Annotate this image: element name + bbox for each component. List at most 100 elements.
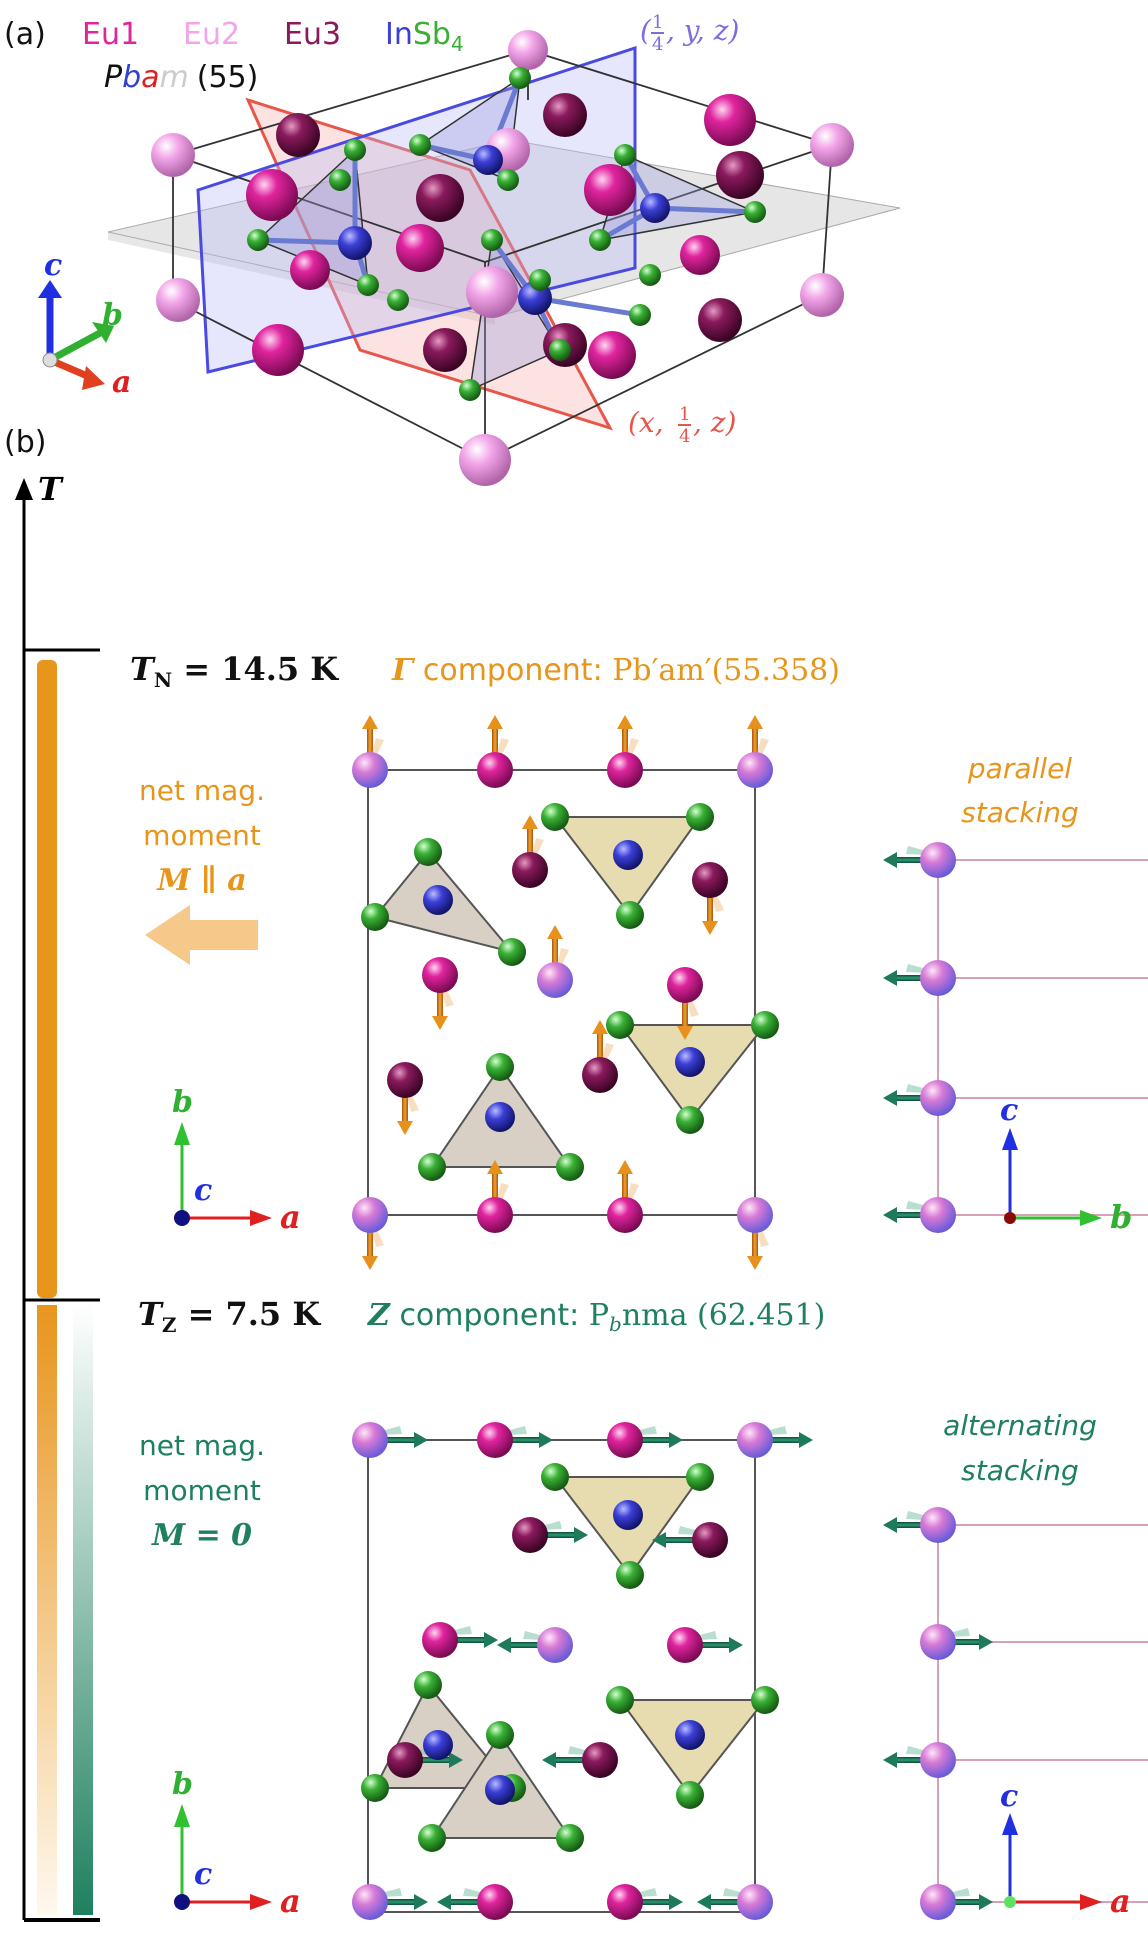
atom-eu-side [920, 960, 956, 996]
moment-arrowhead [669, 1432, 683, 1448]
moment-arrowhead [362, 1256, 378, 1270]
svg-text:moment: moment [143, 1474, 261, 1507]
atom-eu1 [290, 250, 330, 290]
moment-arrowhead [883, 970, 897, 986]
moment-arrow [367, 727, 373, 766]
panel-b: (b) T TN = 14.5 K Γ component: Pb′am′(55… [4, 425, 1148, 1922]
legend-eu3: Eu3 [284, 17, 341, 52]
moment-arrowhead [437, 1894, 451, 1910]
atom-eu [607, 1197, 643, 1233]
atom-eu [667, 1627, 703, 1663]
atom-eu3 [423, 328, 467, 372]
atom-in [613, 1500, 643, 1530]
atom-sb [589, 229, 611, 251]
moment-arrowhead [484, 1632, 498, 1648]
atom-sb [361, 903, 389, 931]
atom-in [338, 226, 372, 260]
moment-arrowhead [362, 715, 378, 729]
legend-insb4: InSb4 [385, 17, 464, 56]
svg-text:, y, z): , y, z) [666, 14, 739, 47]
atom-sb [329, 169, 351, 191]
lower-unit-cell [367, 1439, 756, 1913]
atom-sb [616, 1561, 644, 1589]
svg-text:stacking: stacking [961, 796, 1079, 829]
moment-arrowhead [487, 1160, 503, 1174]
svg-text:parallel: parallel [967, 752, 1072, 785]
atom-sb [414, 838, 442, 866]
atom-eu3 [716, 151, 764, 199]
moment-arrowhead [574, 1527, 588, 1543]
atom-sb [541, 803, 569, 831]
atom-sb [387, 289, 409, 311]
axis-a-label: a [280, 1198, 301, 1236]
atom-eu [582, 1057, 618, 1093]
tz-label: TZ = 7.5 K [138, 1295, 321, 1337]
atom-in [485, 1775, 515, 1805]
moment-arrowhead [487, 715, 503, 729]
atom-eu [692, 1522, 728, 1558]
atom-sb [616, 901, 644, 929]
atom-in [613, 840, 643, 870]
atom-sb [344, 139, 366, 161]
atom-sb [751, 1686, 779, 1714]
moment-arrowhead [747, 1256, 763, 1270]
atom-eu [477, 1422, 513, 1458]
plane-label-blue: ( 1 4 , y, z) [640, 12, 739, 55]
atom-eu [737, 752, 773, 788]
moment-arrow [622, 1172, 628, 1211]
atom-eu1 [252, 324, 304, 376]
atom-sb [629, 304, 651, 326]
plane-label-red: (x, 1 4 , z) [628, 404, 736, 447]
legend-eu1: Eu1 [82, 17, 139, 52]
atom-eu2 [466, 266, 518, 318]
moment-arrow [622, 727, 628, 766]
moment-arrow [631, 1899, 673, 1905]
moment-arrow [707, 886, 713, 925]
atom-eu [477, 1884, 513, 1920]
moment-arrowhead [617, 1160, 633, 1174]
moment-arrowhead [979, 1894, 993, 1910]
crystal-structure-3d [107, 45, 901, 462]
moment-arrow [449, 1899, 491, 1905]
atom-in [423, 885, 453, 915]
atom-eu [607, 752, 643, 788]
axis-b-label: b [172, 1767, 193, 1802]
moment-arrowhead [883, 1517, 897, 1533]
svg-text:1: 1 [679, 404, 690, 425]
moment-arrow [944, 1899, 983, 1905]
atom-eu [422, 1622, 458, 1658]
atom-eu [582, 1742, 618, 1778]
axis-a-label: a [112, 365, 131, 400]
axes-lower-left: b c a [172, 1767, 301, 1920]
atom-eu3 [276, 113, 320, 157]
atom-eu1 [704, 94, 756, 146]
net-moment-arrow [145, 905, 258, 965]
axes-upper-left: b c a [172, 1085, 301, 1236]
atom-sb [409, 134, 431, 156]
axis-b-label: b [1110, 1198, 1132, 1236]
moment-arrow [446, 1637, 488, 1643]
upper-unit-cell [367, 769, 756, 1216]
atom-eu [737, 1884, 773, 1920]
atom-eu [512, 1517, 548, 1553]
net-moment-upper: net mag. moment M ∥ a [139, 774, 265, 965]
atom-eu [352, 1884, 388, 1920]
moment-arrow [895, 975, 934, 981]
moment-arrowhead [449, 1752, 463, 1768]
atom-eu [667, 967, 703, 1003]
moment-arrow [752, 727, 758, 766]
svg-text:M = 0: M = 0 [151, 1518, 252, 1553]
atom-sb [541, 1463, 569, 1491]
atom-sb [486, 1721, 514, 1749]
moment-arrowhead [677, 1026, 693, 1040]
moment-arrow [597, 1032, 603, 1071]
svg-text:M ∥ a: M ∥ a [156, 863, 246, 898]
atom-sb [549, 339, 571, 361]
atom-eu [737, 1197, 773, 1233]
moment-arrow [709, 1899, 751, 1905]
atom-eu1 [246, 169, 298, 221]
svg-text:1: 1 [652, 12, 663, 33]
axes-lower-right: c a [1000, 1779, 1131, 1920]
moment-arrow [492, 727, 498, 766]
axes-upper-right: c b [1000, 1093, 1132, 1236]
